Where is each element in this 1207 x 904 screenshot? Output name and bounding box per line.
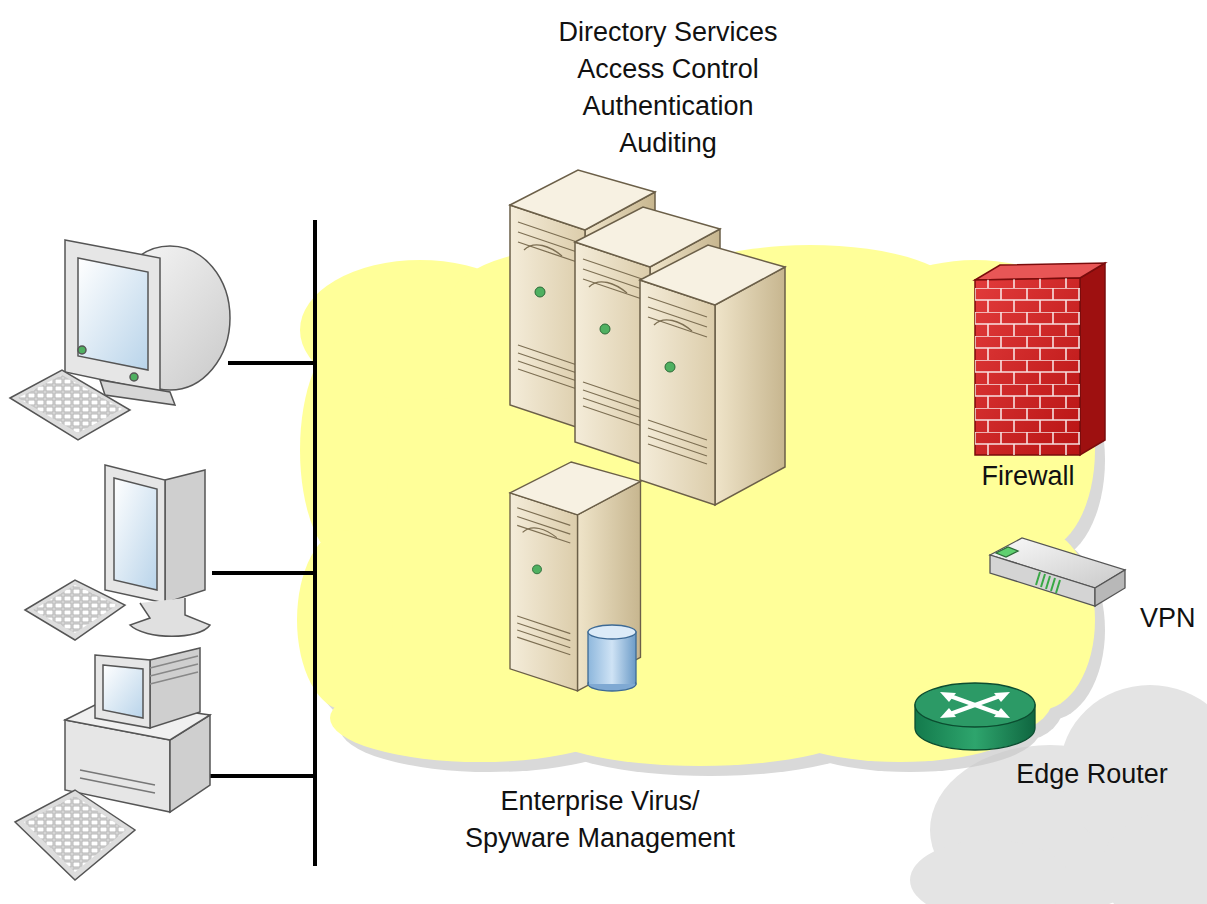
antivirus-server [510, 462, 641, 691]
node-label: Directory Services [558, 14, 777, 51]
workstation [10, 240, 230, 440]
node-label: Access Control [558, 51, 777, 88]
workstation [25, 465, 210, 640]
node-label: Authentication [558, 88, 777, 125]
node-label: VPN [1140, 600, 1196, 637]
server-stack [510, 170, 785, 505]
firewall-node: Firewall [981, 458, 1074, 495]
edge-router-symbol [915, 683, 1035, 750]
node-label: Enterprise Virus/ Spyware Management [450, 783, 750, 857]
node-label: Auditing [558, 125, 777, 162]
workstation [15, 648, 210, 880]
vpn-node: VPN [1140, 600, 1196, 637]
server-group-label: Directory ServicesAccess ControlAuthenti… [558, 14, 777, 162]
node-label: Edge Router [1016, 756, 1168, 793]
network-cloud [297, 245, 1095, 766]
router-node: Edge Router [1016, 756, 1168, 793]
vpn-device [990, 538, 1125, 606]
antivirus-node: Enterprise Virus/ Spyware Management [450, 783, 750, 857]
firewall-symbol [975, 263, 1105, 455]
node-label: Firewall [981, 458, 1074, 495]
